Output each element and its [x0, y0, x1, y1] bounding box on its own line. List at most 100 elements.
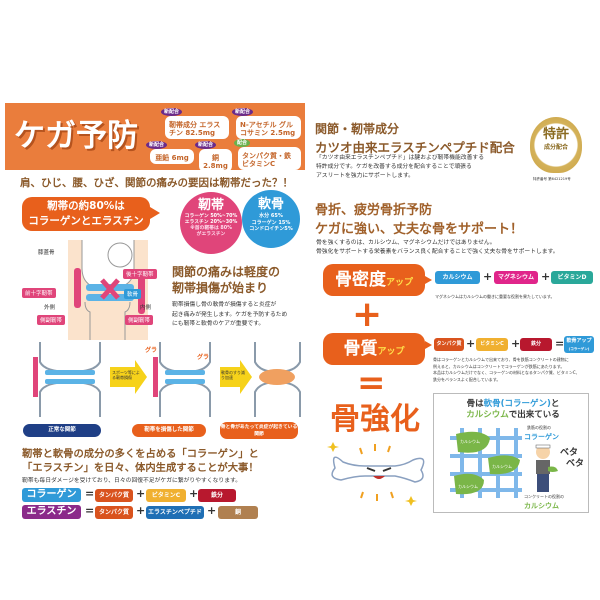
- equals-sign: =: [555, 337, 565, 350]
- plus-sign: +: [541, 270, 551, 283]
- headline2-line: 「エラスチン」を日々、体内生成することが大事！: [22, 462, 259, 474]
- circle-line: ※首の靭帯は 80%: [190, 226, 232, 231]
- worker-illustration: [535, 444, 558, 492]
- callout-pointer: [425, 341, 432, 349]
- bone-quality-callout: 骨質アップ: [323, 333, 425, 365]
- body-line: アスリートを強力にサポートします。: [316, 173, 414, 179]
- seal-main: 特許: [542, 127, 569, 142]
- page-title: ケガ予防: [14, 118, 138, 154]
- arrow2-label: 軟骨のすり減り加速: [221, 370, 245, 380]
- beta-text: ベタベタ: [560, 448, 584, 470]
- bone-character-illustration: [327, 442, 425, 506]
- stage-damaged-label: 靭帯を損傷した関節: [132, 424, 206, 437]
- calcium-role-label: カルシウム: [524, 502, 559, 510]
- cartilage-circle: 軟骨 水分 65%コラーゲン 15%コンドロイチン5%: [242, 190, 300, 248]
- body-line: 本品はカルシウムだけでなく、コラーゲンの材料となるタンパク質、ビタミンC、: [433, 370, 580, 375]
- pain-body: 靭帯損傷し骨の軟骨が損傷すると炎症が起き痛みが発生します。ケガを予防するためにも…: [172, 301, 287, 330]
- body-line: 骨強化をサポートする栄養素をバランス良く配合することで強く丈夫な骨をサポートしま…: [316, 249, 559, 255]
- pain-title-line: 関節の痛みは軽度の: [172, 265, 281, 279]
- label-patella: 膝蓋骨: [38, 250, 55, 256]
- equals-sign: =: [85, 487, 95, 500]
- badge-tag: 新配合: [161, 108, 183, 116]
- badge-tag: 新配合: [146, 141, 168, 149]
- body-line: 起き痛みが発生します。ケガを予防するため: [172, 311, 288, 318]
- up-label: アップ: [377, 347, 405, 357]
- formula-item: タンパク質: [95, 489, 133, 502]
- headline2-line: 靭帯と軟骨の成分の多くを占める「コラーゲン」と: [22, 448, 259, 460]
- headline2: 靭帯と軟骨の成分の多くを占める「コラーゲン」と「エラスチン」を日々、体内生成する…: [22, 447, 259, 475]
- collagen-callout: 靭帯の約80%はコラーゲンとエラスチン: [22, 197, 150, 231]
- badge-elastin: 新配合靭帯成分 エラスチン 82.5mg: [161, 108, 229, 139]
- t: 軟骨(コラーゲン): [483, 399, 551, 409]
- ligament-circle: 靭帯 コラーゲン 50%~70%エラスチン 20%~30%※首の靭帯は 80%が…: [180, 192, 242, 254]
- plus-sign: +: [466, 337, 476, 350]
- density-item: マグネシウム: [494, 271, 538, 284]
- badge-copper: 新配合銅 2.8mg: [195, 141, 232, 172]
- label-cartilage: 軟骨: [124, 289, 142, 299]
- badge-tag: 配合: [234, 139, 251, 147]
- callout-label: 骨質: [343, 339, 378, 359]
- callout-line: コラーゲンとエラスチン: [28, 215, 144, 227]
- body-line: 靭帯損傷し骨の軟骨が損傷すると炎症が: [172, 302, 277, 308]
- plus-sign: +: [136, 504, 146, 517]
- arrow1-label: スポーツ等による靭帯損傷: [112, 370, 140, 380]
- concrete-role-label: コンクリートの役割の: [524, 494, 564, 499]
- elastin-name: エラスチン: [22, 505, 81, 519]
- callout-pointer: [425, 276, 432, 284]
- density-note: マグネシウムはカルシウムの働きに重要な役割を果たしています。: [435, 294, 555, 299]
- knee-stages-illustration: [33, 342, 301, 417]
- formula-item: 銅: [218, 506, 258, 519]
- rebar-role-label: 鉄筋の役割の: [527, 425, 551, 430]
- t: カルシウム: [466, 410, 509, 420]
- label-collateral-inner: 側副靭帯: [125, 315, 154, 325]
- cartilage-up-result: 軟骨アップ(コラーゲン): [564, 336, 594, 353]
- equals-sign: =: [85, 504, 95, 517]
- callout-label: 骨密度: [334, 270, 386, 290]
- right-title3: 骨折、疲労骨折予防: [315, 203, 433, 218]
- t: と: [550, 399, 560, 409]
- pain-title-line: 靭帯損傷が始まり: [172, 281, 269, 295]
- body-line: 骨を強くするのは、カルシウム、マグネシウムだけではありません。: [316, 240, 496, 246]
- rebar-grid-illustration: [450, 428, 522, 498]
- badge-text: タンパク質・鉄 ビタミンC: [242, 152, 291, 168]
- formula-item: タンパク質: [95, 506, 133, 519]
- patent-number: 特許番号 第6421219号: [533, 177, 571, 181]
- t: で出来ている: [508, 410, 560, 420]
- stage-inflamed-label: 骨と骨があたって炎症が起きている関節: [220, 422, 298, 439]
- right-title2: カツオ由来エラスチンペプチド配合: [315, 140, 515, 155]
- circle-line: コンドロイチン5%: [249, 226, 293, 232]
- badge-text: 靭帯成分 エラスチン 82.5mg: [169, 121, 221, 137]
- up-label: アップ: [385, 278, 413, 288]
- badge-tag: 新配合: [195, 141, 217, 149]
- quality-item: タンパク質: [434, 338, 464, 351]
- callout-line: 靭帯の約80%は: [47, 200, 125, 212]
- body-line: 「カツオ由来エラスチンペプチド」は腱および靭帯機能改善する: [316, 155, 484, 161]
- quality-note: 骨はコラーゲンとカルシウムで出来ており、骨を鉄筋コンクリートの建物に例えると、カ…: [433, 357, 580, 383]
- body-line: にも靭帯と軟骨のケアが重要です。: [172, 321, 265, 327]
- bubble-title: 骨は軟骨(コラーゲン)と カルシウムで出来ている: [448, 399, 578, 421]
- circle-title: 軟骨: [257, 197, 284, 212]
- pain-title: 関節の痛みは軽度の靭帯損傷が始まり: [172, 264, 280, 296]
- quality-item: 鉄分: [520, 338, 552, 351]
- circle-title: 靭帯: [197, 198, 224, 213]
- label-pcl: 後十字靭帯: [123, 269, 157, 279]
- circle-line: 水分 65%: [259, 213, 283, 219]
- plus-sign: +: [189, 487, 199, 500]
- circle-line: がエラスチン: [196, 232, 226, 237]
- seal-sub: 成分配合: [543, 144, 568, 151]
- calcium-label: カルシウム: [460, 439, 480, 444]
- circle-line: コラーゲン 50%~70%: [184, 214, 238, 219]
- body-line: 例えると、カルシウムはコンクリートでコラーゲンが鉄筋にあたります。: [433, 363, 565, 369]
- body-line: 鉄分をバランスよく配合しています。: [433, 376, 501, 382]
- formula-item: 鉄分: [198, 489, 236, 502]
- body-line: 特許成分です。ケガを改善する成分を配合することで頑張る: [316, 164, 472, 170]
- gura-text: グラ: [145, 347, 158, 354]
- collagen-label: コラーゲン: [524, 433, 559, 441]
- circle-line: エラスチン 20%~30%: [184, 220, 238, 225]
- big-equals: =: [357, 363, 386, 403]
- collagen-name: コラーゲン: [22, 488, 81, 502]
- badge-tag: 新配合: [232, 108, 254, 116]
- plus-sign: +: [207, 504, 217, 517]
- knee-diagram: [68, 240, 148, 340]
- badge-zinc: 新配合亜鉛 6mg: [146, 141, 194, 164]
